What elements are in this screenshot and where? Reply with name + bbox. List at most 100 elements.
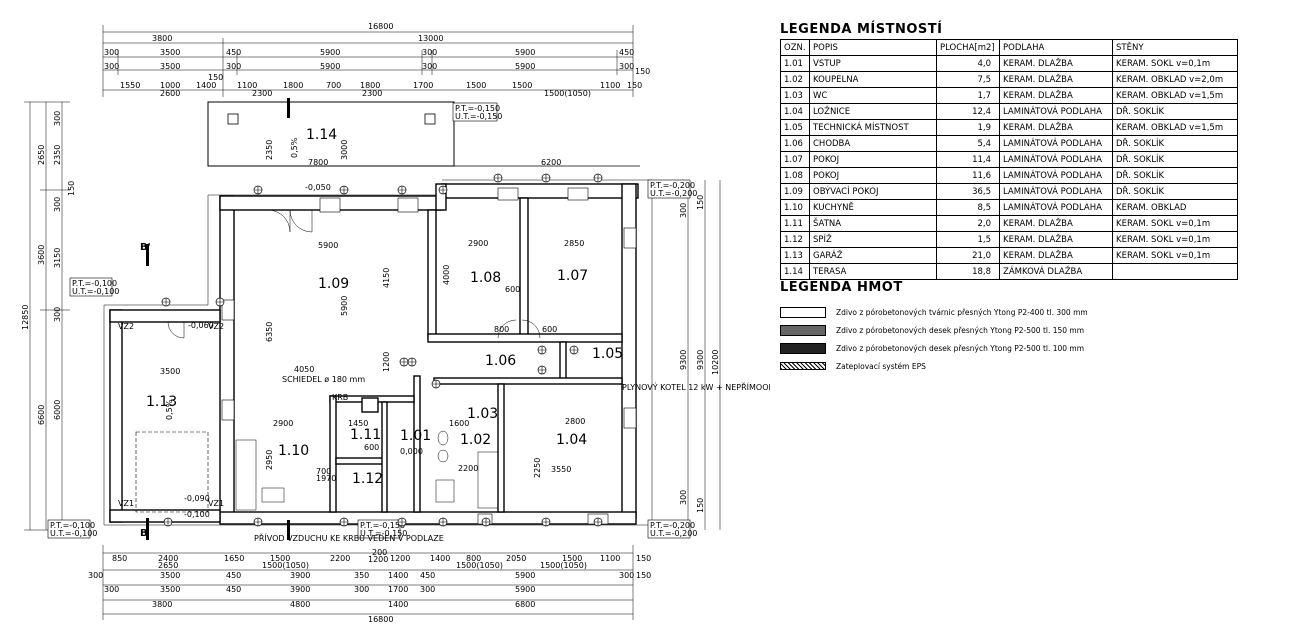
note-boiler: PLYNOVÝ KOTEL 12 kW + NEPŘÍMOOHŘÍVANÝ ZÁ…: [622, 381, 770, 392]
dim-top-4j: 1500: [466, 81, 486, 90]
material-label: Zdivo z pórobetonových desek přesných Yt…: [836, 343, 1085, 353]
axis-marker-cross: [538, 346, 546, 354]
axis-marker-cross: [164, 518, 172, 526]
dim-bot-3d: 3900: [290, 585, 310, 594]
table-cell: KERAM. SOKL v=0,1m: [1112, 55, 1238, 72]
dim-bot-4e: 1500: [270, 554, 290, 563]
table-cell: 7,5: [936, 71, 1000, 88]
table-cell: DŘ. SOKLÍK: [1112, 167, 1238, 184]
window-n1: [319, 197, 341, 213]
dim-left-total: 12850: [21, 305, 30, 330]
window-w1: [221, 299, 235, 321]
level-mark-sw: P.T.=-0,100 U.T.=-0,100: [47, 519, 97, 539]
dim-top-4b: 1000: [160, 81, 180, 90]
table-cell: VSTUP: [809, 55, 937, 72]
col-plocha: PLOCHA[m2]: [936, 39, 1000, 56]
ut-terrace: U.T.=-0,150: [455, 112, 502, 121]
axis-marker-cross: [432, 380, 440, 388]
dim-top-3b: 3500: [160, 62, 180, 71]
door-label-2: 600: [542, 325, 557, 334]
table-cell: DŘ. SOKLÍK: [1112, 103, 1238, 120]
table-cell: LAMINÁTOVÁ PODLAHA: [999, 151, 1113, 168]
dim-bot-4p: 1500(1050): [540, 561, 587, 570]
rooms-table-header: OZN. POPIS PLOCHA[m2] PODLAHA STĚNY: [780, 39, 1238, 56]
dim-in-4150: 4150: [382, 268, 391, 288]
legend-panel: LEGENDA MÍSTNOSTÍ OZN. POPIS PLOCHA[m2] …: [780, 22, 1260, 375]
dim-right-total: 10200: [711, 350, 720, 375]
dim-bot-4h: 200: [372, 548, 387, 557]
dim-bot-2f: 1400: [388, 571, 408, 580]
dim-top-4a: 1550: [120, 81, 140, 90]
dim-bot-2a: 300: [88, 571, 103, 580]
wall-step: [435, 183, 447, 211]
table-cell: KERAM. DLAŽBA: [999, 215, 1113, 232]
dim-top-2c: 450: [226, 48, 241, 57]
ut-s: U.T.=-0,150: [360, 529, 407, 538]
dim-in-1450: 1450: [348, 419, 368, 428]
table-cell: 4,0: [936, 55, 1000, 72]
dim-bot-3b: 3500: [160, 585, 180, 594]
level-mark-s: P.T.=-0,150 U.T.=-0,150: [357, 519, 407, 539]
dim-left-6: 6000: [53, 400, 62, 420]
dim-top-4e: 1100: [237, 81, 257, 90]
dim-bot-4q: 1100: [600, 554, 620, 563]
table-cell: 8,5: [936, 199, 1000, 216]
table-cell: KERAM. DLAŽBA: [999, 71, 1113, 88]
col-ozn: OZN.: [780, 39, 810, 56]
top-dimension-lines: 16800 3800 13000 300 3500 450 5900 300 5…: [102, 22, 650, 98]
dim-bot-3h: 5900: [515, 585, 535, 594]
level-value-5: 0,000: [400, 447, 423, 456]
material-item: Zdivo z pórobetonových desek přesných Yt…: [780, 321, 1260, 339]
pt-s: P.T.=-0,150: [360, 521, 405, 530]
dim-in-2250: 2250: [533, 458, 542, 478]
window-e2: [623, 407, 637, 429]
room-label-1.10: 1.10: [278, 443, 309, 459]
axis-marker-cross: [254, 518, 262, 526]
level-value-3: -0,090: [184, 494, 210, 503]
dim-bot-2h: 5900: [515, 571, 535, 580]
table-cell: 1.01: [780, 55, 810, 72]
dim-bot-4m: 1500(1050): [456, 561, 503, 570]
table-cell: LAMINÁTOVÁ PODLAHA: [999, 183, 1113, 200]
dim-top-4c: 1400: [196, 81, 216, 90]
dim-in-4000: 4000: [442, 265, 451, 285]
col-podlaha: PODLAHA: [999, 39, 1113, 56]
table-cell: LAMINÁTOVÁ PODLAHA: [999, 103, 1113, 120]
window-n2: [397, 197, 419, 213]
material-swatch-ytong-100: [780, 342, 826, 354]
dim-in-2950: 2950: [265, 450, 274, 470]
table-cell: 11,4: [936, 151, 1000, 168]
kitchen-fixtures: [235, 430, 499, 511]
pt-se: P.T.=-0,200: [650, 521, 695, 530]
door-swing-garage: [167, 321, 185, 339]
garage-1.13: 1.13 VZ2 VZ1 VZ1 VZ2: [118, 322, 224, 513]
table-cell: 18,8: [936, 263, 1000, 280]
table-cell: OBÝVACÍ POKOJ: [809, 183, 937, 200]
dim-bot-4o: 1500: [562, 554, 582, 563]
dim-in-6200: 6200: [541, 158, 561, 167]
dim-right-2: 9300: [696, 350, 705, 370]
table-cell: POKOJ: [809, 151, 937, 168]
section-mark-bottom: B: [140, 528, 148, 539]
dim-top-1a: 3800: [152, 34, 172, 43]
legend-materials-title: LEGENDA HMOT: [780, 280, 903, 295]
table-cell: KERAM. OBKLAD v=1,5m: [1112, 119, 1238, 136]
dim-right-1: 9300: [679, 350, 688, 370]
table-cell: KERAM. SOKL v=0,1m: [1112, 247, 1238, 264]
axis-marker-cross: [538, 366, 546, 374]
wall-south: [219, 511, 637, 525]
table-cell: LAMINÁTOVÁ PODLAHA: [999, 167, 1113, 184]
wall-west-main: [219, 195, 235, 519]
table-cell: 1,9: [936, 119, 1000, 136]
dim-bot-2i: 300: [619, 571, 634, 580]
ut-ne: U.T.=-0,200: [650, 189, 697, 198]
axis-marker-cross: [398, 186, 406, 194]
room-label-1.11: 1.11: [350, 427, 381, 443]
table-cell: 1.07: [780, 151, 810, 168]
